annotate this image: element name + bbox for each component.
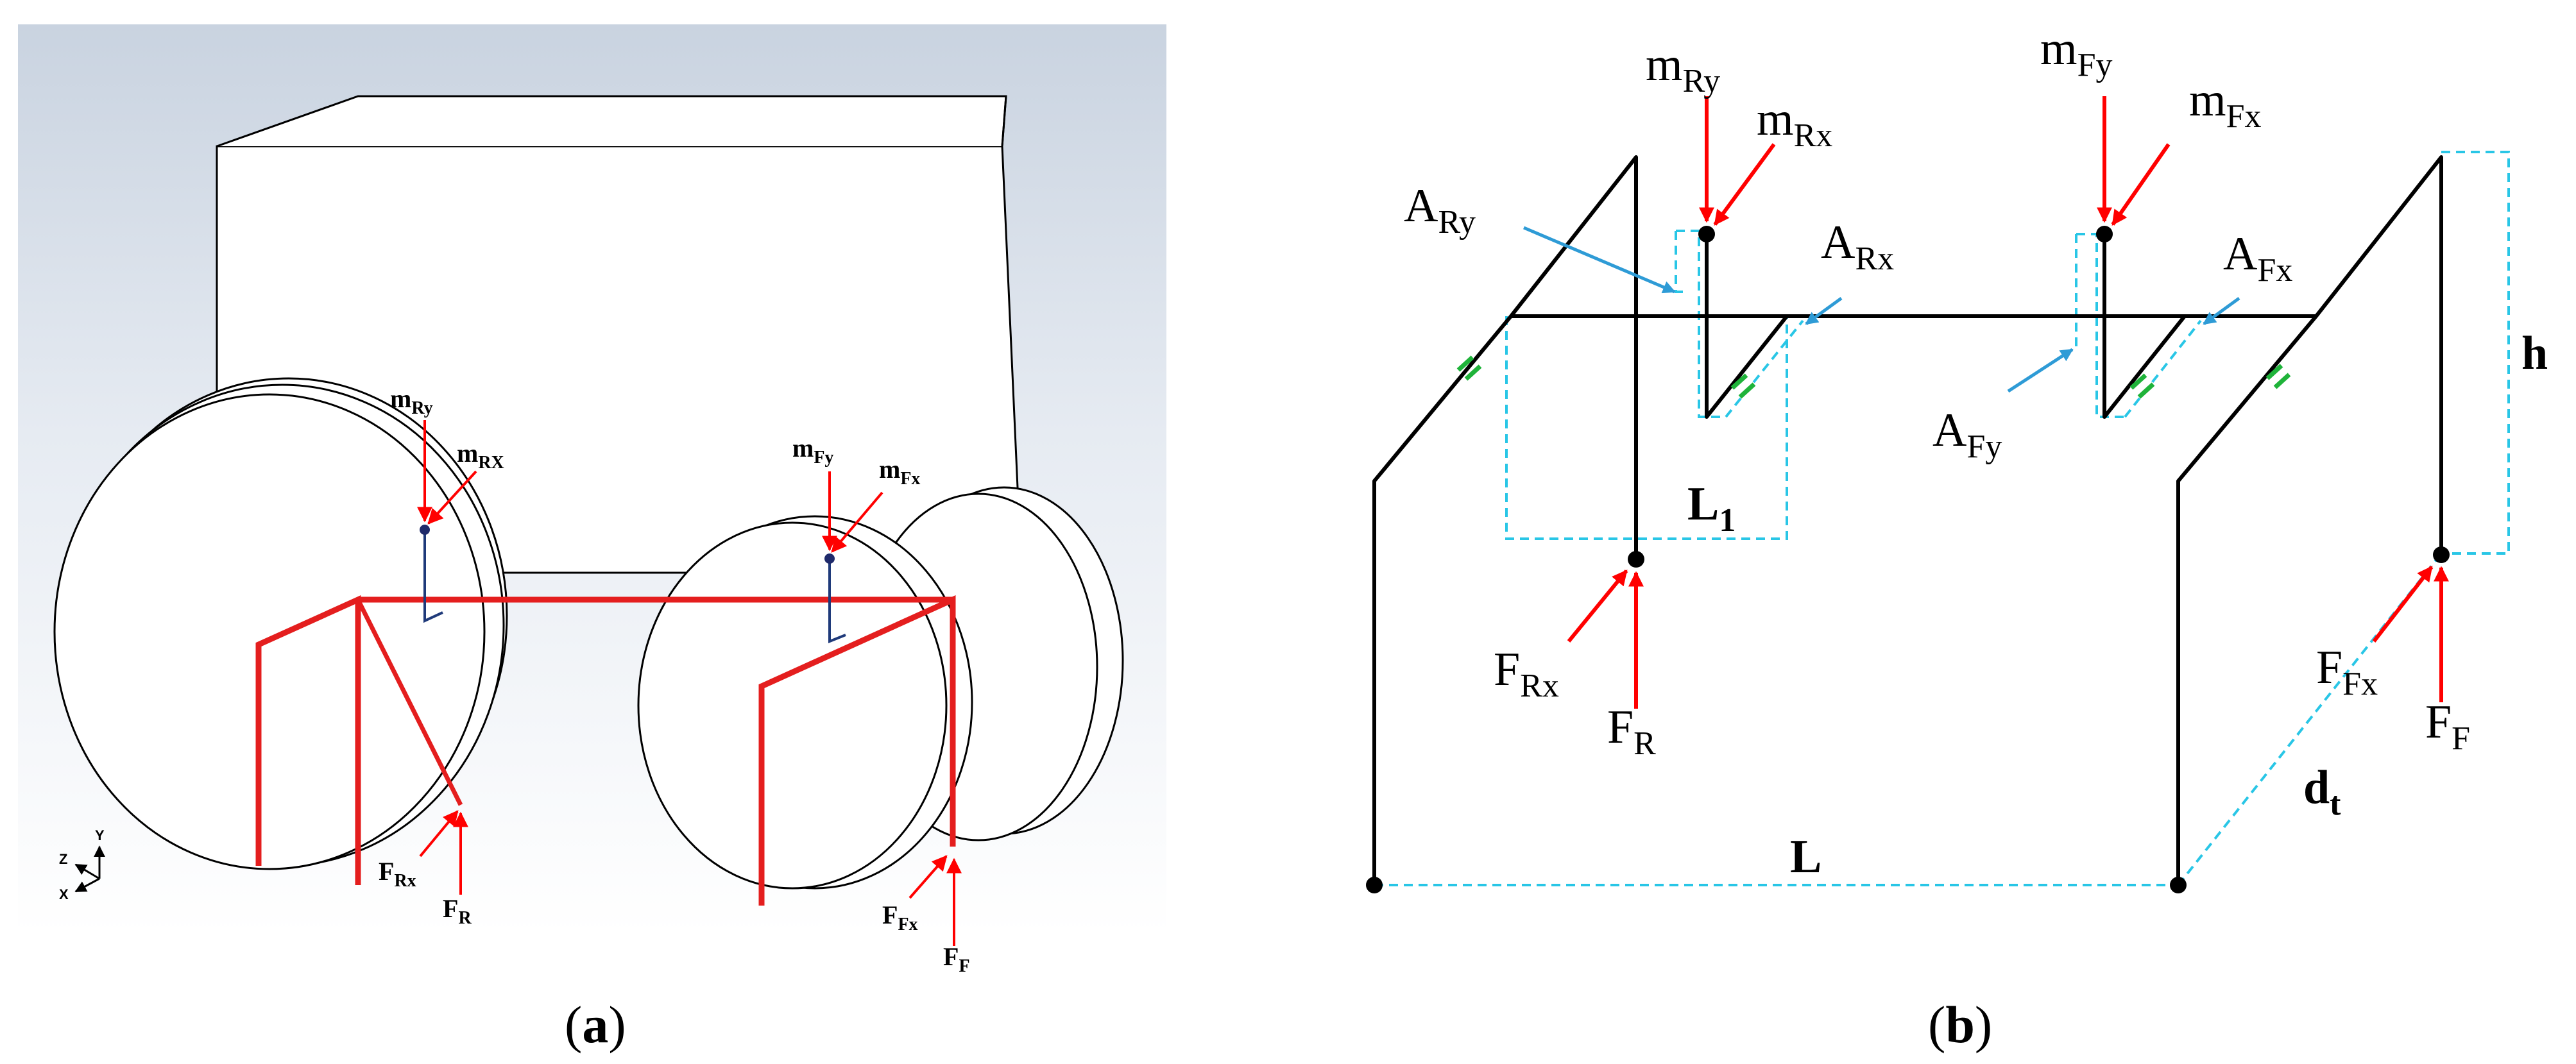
label-f-f-b: FF (2425, 696, 2470, 757)
label-l: L (1790, 831, 1821, 883)
label-m-rx-b: mRx (1757, 93, 1832, 154)
front-mass-stem (828, 560, 846, 643)
arrow-f-rx (419, 810, 459, 857)
label-a-ry: ARy (1404, 180, 1476, 241)
label-f-f: FF (943, 942, 970, 976)
labels-a: mRy mRX mFy mFx FRx FR FFx FF (379, 384, 970, 976)
label-h: h (2521, 327, 2548, 380)
rear-wheel (53, 393, 486, 870)
front-frame-b (2176, 155, 2443, 885)
label-a-rx: ARx (1821, 216, 1894, 277)
label-m-ry-b: mRy (1646, 38, 1720, 99)
front-wheel (637, 521, 948, 890)
beam-and-rear-post (1372, 314, 2316, 885)
arrow-f-fx (908, 855, 948, 899)
label-m-fy-b: mFy (2040, 22, 2112, 83)
node-front-contact (2433, 546, 2450, 563)
label-a-fy: AFy (1932, 404, 2002, 465)
area-box-rx (1725, 319, 1804, 418)
panel-b: mRy mRx mFy mFx ARy ARx AFx AFy FRx FR F… (1366, 22, 2548, 1054)
label-m-fx: mFx (879, 455, 920, 489)
label-m-fx-b: mFx (2189, 74, 2261, 135)
label-m-ry: mRy (390, 384, 433, 418)
label-f-r: FR (443, 894, 472, 928)
area-box-fy (2076, 233, 2125, 418)
arrow-m-rx-b (1713, 143, 1776, 226)
caption-a: (a) (565, 995, 626, 1054)
nodes-b (1366, 226, 2450, 893)
rear-mass-stem (423, 531, 443, 623)
arrow-f-fx-b (2372, 566, 2434, 643)
arrow-a-rx (1805, 296, 1843, 326)
node-front-mass (2096, 226, 2113, 242)
rear-frame (255, 595, 361, 885)
arrow-a-ry (1523, 226, 1676, 294)
rear-mass-point (420, 525, 430, 535)
triad-y-label: Y (95, 827, 105, 843)
label-f-fx-b: FFx (2316, 641, 2378, 702)
vehicle-model (53, 95, 1124, 890)
area-box-fx (2124, 319, 2202, 418)
label-dt: dt (2303, 761, 2341, 822)
front-mass-support (2103, 234, 2187, 419)
area-box-ry-top (1675, 231, 1689, 293)
load-arrows-b (1567, 96, 2449, 709)
node-rear-contact (1628, 551, 1644, 568)
label-m-rx: mRX (457, 439, 504, 473)
area-arrows (1523, 226, 2240, 393)
chassis-top-face (216, 95, 1007, 148)
label-f-rx-b: FRx (1494, 643, 1559, 704)
node-front-bottom (2170, 877, 2187, 893)
arrow-f-rx-b (1567, 570, 1628, 643)
mass-stems-a (423, 531, 846, 643)
chassis-edge (1001, 96, 1007, 147)
front-mass-point (824, 553, 835, 564)
caption-b: (b) (1928, 995, 1992, 1054)
label-f-fx: FFx (882, 900, 918, 934)
arrow-m-fx (831, 491, 883, 553)
arrow-a-fy (2007, 348, 2074, 393)
rear-frame-diagonal (355, 598, 463, 806)
label-a-fx: AFx (2223, 228, 2292, 289)
arrow-m-rx (427, 470, 477, 525)
load-arrows-a (417, 420, 962, 946)
coordinate-triad: Y Z X (59, 827, 105, 902)
rear-mass-support (1705, 231, 1789, 419)
dim-line-l1 (1505, 316, 1788, 540)
triad-z-axis (74, 863, 100, 880)
label-f-rx: FRx (379, 857, 416, 891)
hash-marks (1456, 355, 2291, 399)
label-f-r-b: FR (1607, 701, 1656, 762)
frame-b (1372, 155, 2443, 885)
node-rear-mass (1698, 226, 1715, 242)
arrow-m-fx-b (2111, 143, 2171, 226)
arrow-a-fx (2203, 296, 2240, 326)
label-m-fy: mFy (792, 434, 833, 468)
panel-a: mRy mRX mFy mFx FRx FR FFx FF Y Z X (a) (18, 24, 1166, 1054)
frame-a (255, 595, 956, 906)
triad-x-axis (74, 877, 100, 893)
node-rear-bottom (1366, 877, 1383, 893)
triad-z-label: Z (59, 851, 67, 867)
dim-line-dt (2177, 552, 2443, 886)
triad-x-label: X (59, 886, 69, 902)
front-frame (758, 595, 956, 906)
rear-vertical-arm (1509, 155, 1638, 558)
dim-line-h (2441, 151, 2510, 555)
labels-b: mRy mRx mFy mFx ARy ARx AFx AFy FRx FR F… (1404, 22, 2548, 883)
label-l1: L1 (1687, 478, 1736, 539)
dashed-guides (1374, 151, 2510, 886)
area-box-ry (1676, 230, 1726, 418)
